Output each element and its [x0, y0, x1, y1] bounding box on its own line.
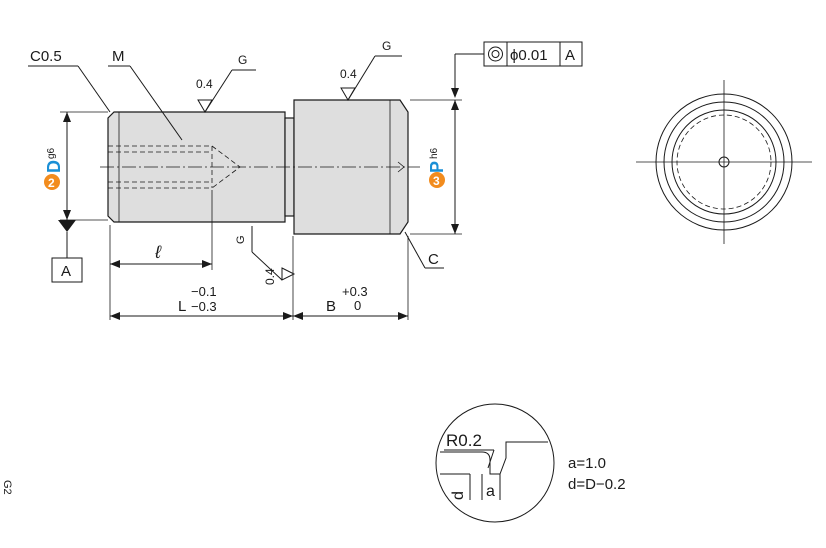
chamfer-callout: C0.5	[28, 48, 111, 113]
note-d: d=D−0.2	[568, 476, 626, 493]
dimension-L: L −0.1 −0.3	[110, 236, 294, 320]
roughness-symbol-2: 0.4 G	[340, 39, 402, 101]
svg-text:0.4: 0.4	[263, 268, 277, 285]
thread-callout: M	[108, 48, 183, 141]
groove-detail: R0.2 d a a=1.0 d=D−0.2	[435, 403, 626, 523]
thread-label: M	[112, 48, 125, 65]
svg-text:D: D	[44, 160, 64, 173]
side-view	[100, 99, 420, 235]
svg-text:a: a	[486, 483, 495, 500]
svg-text:R0.2: R0.2	[446, 431, 482, 450]
edge-mark: G2	[1, 480, 13, 495]
svg-text:P: P	[427, 161, 447, 173]
dimension-P: 3 P h6	[410, 99, 462, 235]
dimension-l: ℓ	[109, 190, 213, 320]
tolerance-datum: A	[565, 47, 575, 64]
svg-text:L: L	[178, 298, 186, 315]
svg-text:h6: h6	[429, 147, 440, 159]
svg-text:d: d	[450, 491, 467, 500]
tapped-hole	[108, 145, 241, 189]
svg-text:+0.3: +0.3	[342, 284, 368, 299]
svg-text:B: B	[326, 298, 336, 315]
svg-text:C: C	[428, 251, 439, 268]
svg-text:0.4: 0.4	[196, 77, 213, 91]
svg-text:0.4: 0.4	[340, 67, 357, 81]
end-view	[636, 80, 812, 244]
concentricity-frame: ϕ0.01 A	[451, 41, 583, 98]
svg-text:0: 0	[354, 298, 361, 313]
svg-text:−0.1: −0.1	[191, 284, 217, 299]
svg-text:ℓ: ℓ	[154, 242, 162, 262]
svg-text:G2: G2	[1, 480, 13, 495]
datum-label: A	[61, 263, 71, 280]
svg-text:g6: g6	[46, 147, 57, 159]
chamfer-label: C0.5	[30, 48, 62, 65]
svg-text:3: 3	[433, 174, 440, 188]
roughness-symbol-3: G 0.4	[235, 226, 296, 285]
chamfer-right-callout: C	[404, 231, 444, 269]
svg-text:−0.3: −0.3	[191, 299, 217, 314]
dimension-B: B +0.3 0	[293, 236, 409, 320]
svg-text:G: G	[382, 39, 391, 53]
dimension-D: 2 D g6 A	[44, 111, 108, 283]
svg-text:G: G	[238, 53, 247, 67]
svg-text:G: G	[235, 235, 247, 244]
note-a: a=1.0	[568, 455, 606, 472]
roughness-symbol-1: 0.4 G	[196, 53, 256, 113]
svg-text:2: 2	[48, 176, 55, 190]
tolerance-value: ϕ0.01	[510, 47, 548, 64]
